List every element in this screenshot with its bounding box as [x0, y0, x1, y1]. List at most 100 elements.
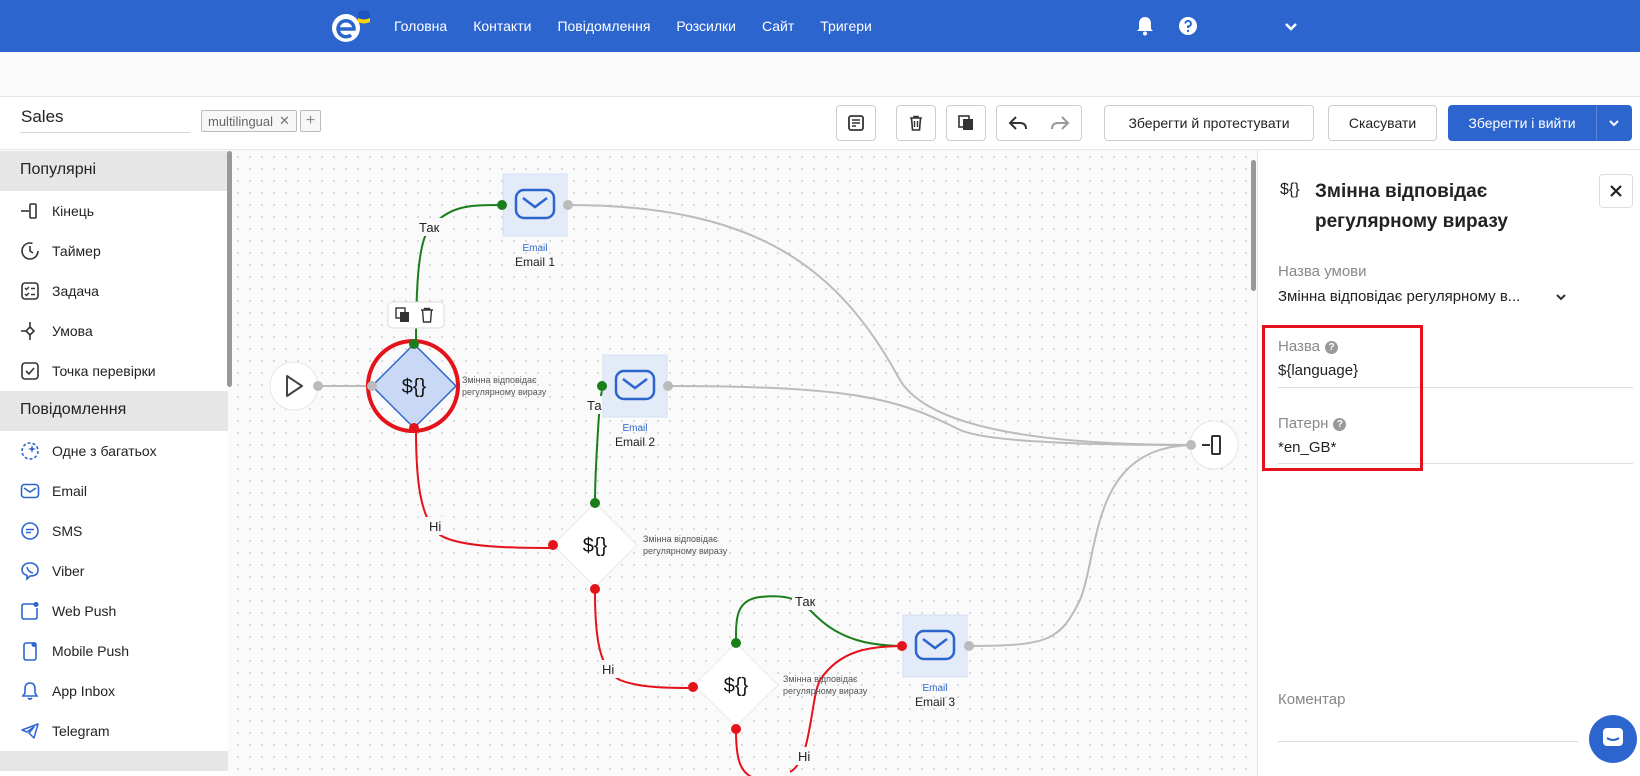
condition-node-selected[interactable]: ${} Змінна відповідає регулярному виразу	[366, 339, 547, 433]
help-icon[interactable]: ?	[1333, 418, 1347, 431]
nav-triggers[interactable]: Тригери	[820, 18, 872, 34]
condition-node[interactable]: ${} Змінна відповідає регулярному виразу	[688, 638, 868, 734]
sidebar-item-telegram[interactable]: Telegram	[0, 711, 228, 751]
tag-chip: multilingual ✕	[201, 110, 297, 132]
sidebar-item-mobile-push[interactable]: Mobile Push	[0, 631, 228, 671]
condition-name-select[interactable]: Змінна відповідає регулярному в...	[1278, 288, 1521, 305]
bell-icon[interactable]	[1133, 14, 1157, 38]
esputnik-logo[interactable]	[330, 8, 374, 44]
yes-label: Так	[795, 594, 816, 609]
one-of-many-icon	[21, 442, 39, 460]
flow-canvas[interactable]: Так Так Так Ні Ні Ні ${}	[232, 151, 1256, 776]
sidebar-scrollbar[interactable]	[227, 151, 232, 387]
email-icon	[614, 369, 656, 401]
email-icon	[20, 483, 40, 499]
chevron-down-icon[interactable]	[1279, 14, 1303, 38]
flow-toolbar: Sales multilingual ✕ + Зберегти й протес…	[0, 96, 1640, 150]
nav-contacts[interactable]: Контакти	[473, 18, 532, 34]
sidebar-item-label: Таймер	[52, 243, 101, 259]
node-actions	[387, 301, 445, 329]
no-label: Ні	[602, 662, 614, 677]
remove-tag-icon[interactable]: ✕	[279, 113, 290, 128]
flow-name-input[interactable]: Sales	[20, 107, 190, 133]
condition-caption: Змінна відповідає	[643, 534, 718, 544]
end-icon	[21, 203, 37, 219]
name-field[interactable]: ${language}	[1278, 362, 1359, 379]
canvas-scrollbar[interactable]	[1251, 160, 1256, 291]
nav-messages[interactable]: Повідомлення	[557, 18, 651, 34]
sidebar-item-checkpoint[interactable]: Точка перевірки	[0, 351, 228, 391]
email-node[interactable]: Email Email 3	[897, 614, 974, 709]
email-node[interactable]: Email Email 1	[497, 173, 573, 269]
sidebar-item-web-push[interactable]: Web Push	[0, 591, 228, 631]
email-name: Email 2	[615, 435, 655, 449]
name-field-underline	[1278, 387, 1633, 388]
trash-icon[interactable]	[421, 307, 433, 323]
section-messages: Повідомлення	[0, 391, 228, 431]
sidebar-item-label: App Inbox	[52, 683, 116, 699]
close-icon	[1610, 185, 1622, 197]
help-icon[interactable]	[1176, 14, 1200, 38]
no-label: Ні	[429, 519, 441, 534]
end-node[interactable]	[1186, 420, 1239, 470]
tag-label: multilingual	[208, 113, 274, 129]
chat-button[interactable]	[1589, 715, 1637, 763]
sidebar-item-one-of-many[interactable]: Одне з багатьох	[0, 431, 228, 471]
sidebar-item-condition[interactable]: Умова	[0, 311, 228, 351]
delete-button[interactable]	[896, 105, 936, 141]
sidebar-item-label: Точка перевірки	[52, 363, 156, 379]
email-type-label: Email	[922, 683, 947, 694]
top-navigation-bar: Головна Контакти Повідомлення Розсилки С…	[0, 0, 1640, 52]
yes-label: Так	[419, 220, 440, 235]
save-and-exit-button[interactable]: Зберегти і вийти	[1448, 105, 1596, 141]
email-icon	[514, 188, 556, 220]
redo-icon[interactable]	[1050, 114, 1070, 132]
sidebar-item-label: Mobile Push	[52, 643, 130, 659]
nav-home[interactable]: Головна	[394, 18, 448, 34]
email-type-label: Email	[522, 243, 547, 254]
sidebar-item-label: Умова	[52, 323, 93, 339]
sidebar-item-sms[interactable]: SMS	[0, 511, 228, 551]
help-icon[interactable]: ?	[1325, 341, 1339, 354]
nav-campaigns[interactable]: Розсилки	[676, 18, 736, 34]
chevron-down-icon[interactable]	[1554, 290, 1568, 304]
condition-caption: Змінна відповідає	[783, 674, 858, 684]
nav-site[interactable]: Сайт	[761, 18, 795, 34]
copy-icon[interactable]	[395, 307, 409, 322]
telegram-icon	[21, 723, 39, 739]
history-buttons	[996, 105, 1082, 141]
save-and-test-button[interactable]: Зберегти й протестувати	[1104, 105, 1314, 141]
chat-icon	[1603, 728, 1623, 746]
sidebar-item-app-inbox[interactable]: App Inbox	[0, 671, 228, 711]
comment-label: Коментар	[1278, 691, 1346, 708]
pattern-label-text: Патерн	[1278, 415, 1329, 432]
email-type-label: Email	[622, 423, 647, 434]
comment-field[interactable]	[1278, 741, 1578, 742]
chevron-down-icon	[1609, 120, 1619, 127]
yes-label: Так	[587, 398, 608, 413]
sidebar-item-email[interactable]: Email	[0, 471, 228, 511]
pattern-field-label: Патерн?	[1278, 415, 1347, 432]
fields-highlight-box	[1262, 325, 1423, 471]
email-name: Email 3	[915, 695, 955, 709]
copy-button[interactable]	[946, 105, 986, 141]
notes-button[interactable]	[836, 105, 876, 141]
sidebar-item-task[interactable]: Задача	[0, 271, 228, 311]
start-node[interactable]	[269, 361, 323, 411]
panel-title: Змінна відповідає регулярному виразу	[1315, 181, 1508, 232]
pattern-field[interactable]: *en_GB*	[1278, 439, 1337, 456]
add-tag-button[interactable]: +	[300, 110, 321, 132]
condition-caption: регулярному виразу	[783, 686, 868, 696]
condition-name-label: Назва умови	[1278, 263, 1367, 280]
no-label: Ні	[798, 749, 810, 764]
close-panel-button[interactable]	[1599, 174, 1633, 208]
undo-icon[interactable]	[1008, 114, 1028, 132]
cancel-button[interactable]: Скасувати	[1328, 105, 1437, 141]
sidebar-item-viber[interactable]: Viber	[0, 551, 228, 591]
sidebar-item-end[interactable]: Кінець	[0, 191, 228, 231]
sidebar-item-timer[interactable]: Таймер	[0, 231, 228, 271]
save-options-dropdown[interactable]	[1596, 105, 1632, 141]
condition-node[interactable]: ${} Змінна відповідає регулярному виразу	[548, 498, 728, 594]
notes-icon	[848, 115, 864, 131]
email-node[interactable]: Email Email 2	[597, 354, 673, 449]
